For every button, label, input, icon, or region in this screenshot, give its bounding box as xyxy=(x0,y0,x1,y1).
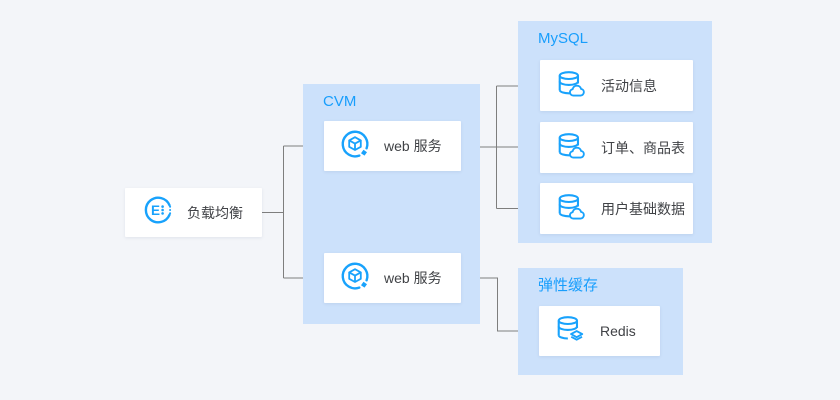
cloud-database-icon xyxy=(554,129,587,167)
node-load-balancer: E 负载均衡 xyxy=(125,188,262,237)
group-title-cvm: CVM xyxy=(323,93,357,110)
node-label: 活动信息 xyxy=(601,77,657,94)
redis-icon xyxy=(553,312,586,350)
node-redis: Redis xyxy=(539,306,660,356)
svg-text:E: E xyxy=(151,203,160,218)
group-elastic-cache: 弹性缓存 Redis xyxy=(518,268,683,375)
node-db-users: 用户基础数据 xyxy=(540,183,693,234)
cvm-icon xyxy=(340,129,370,164)
clb-icon: E xyxy=(143,195,173,230)
group-title-mysql: MySQL xyxy=(538,30,589,47)
node-web-service-2: web 服务 xyxy=(324,253,461,303)
node-web-service-1: web 服务 xyxy=(324,121,461,171)
cloud-database-icon xyxy=(554,190,587,228)
node-label: web 服务 xyxy=(384,138,442,154)
group-title-elastic-cache: 弹性缓存 xyxy=(538,277,599,294)
cvm-icon xyxy=(340,261,370,296)
node-label: 负载均衡 xyxy=(187,204,243,221)
node-db-activity: 活动信息 xyxy=(540,60,693,111)
node-label: 用户基础数据 xyxy=(601,200,685,217)
cloud-database-icon xyxy=(554,67,587,105)
node-label: web 服务 xyxy=(384,270,442,286)
group-cvm: CVM web 服务 xyxy=(303,84,480,324)
node-label: 订单、商品表 xyxy=(601,139,685,156)
group-mysql: MySQL 活动信息 xyxy=(518,21,712,243)
node-label: Redis xyxy=(600,323,636,339)
node-db-orders: 订单、商品表 xyxy=(540,122,693,173)
